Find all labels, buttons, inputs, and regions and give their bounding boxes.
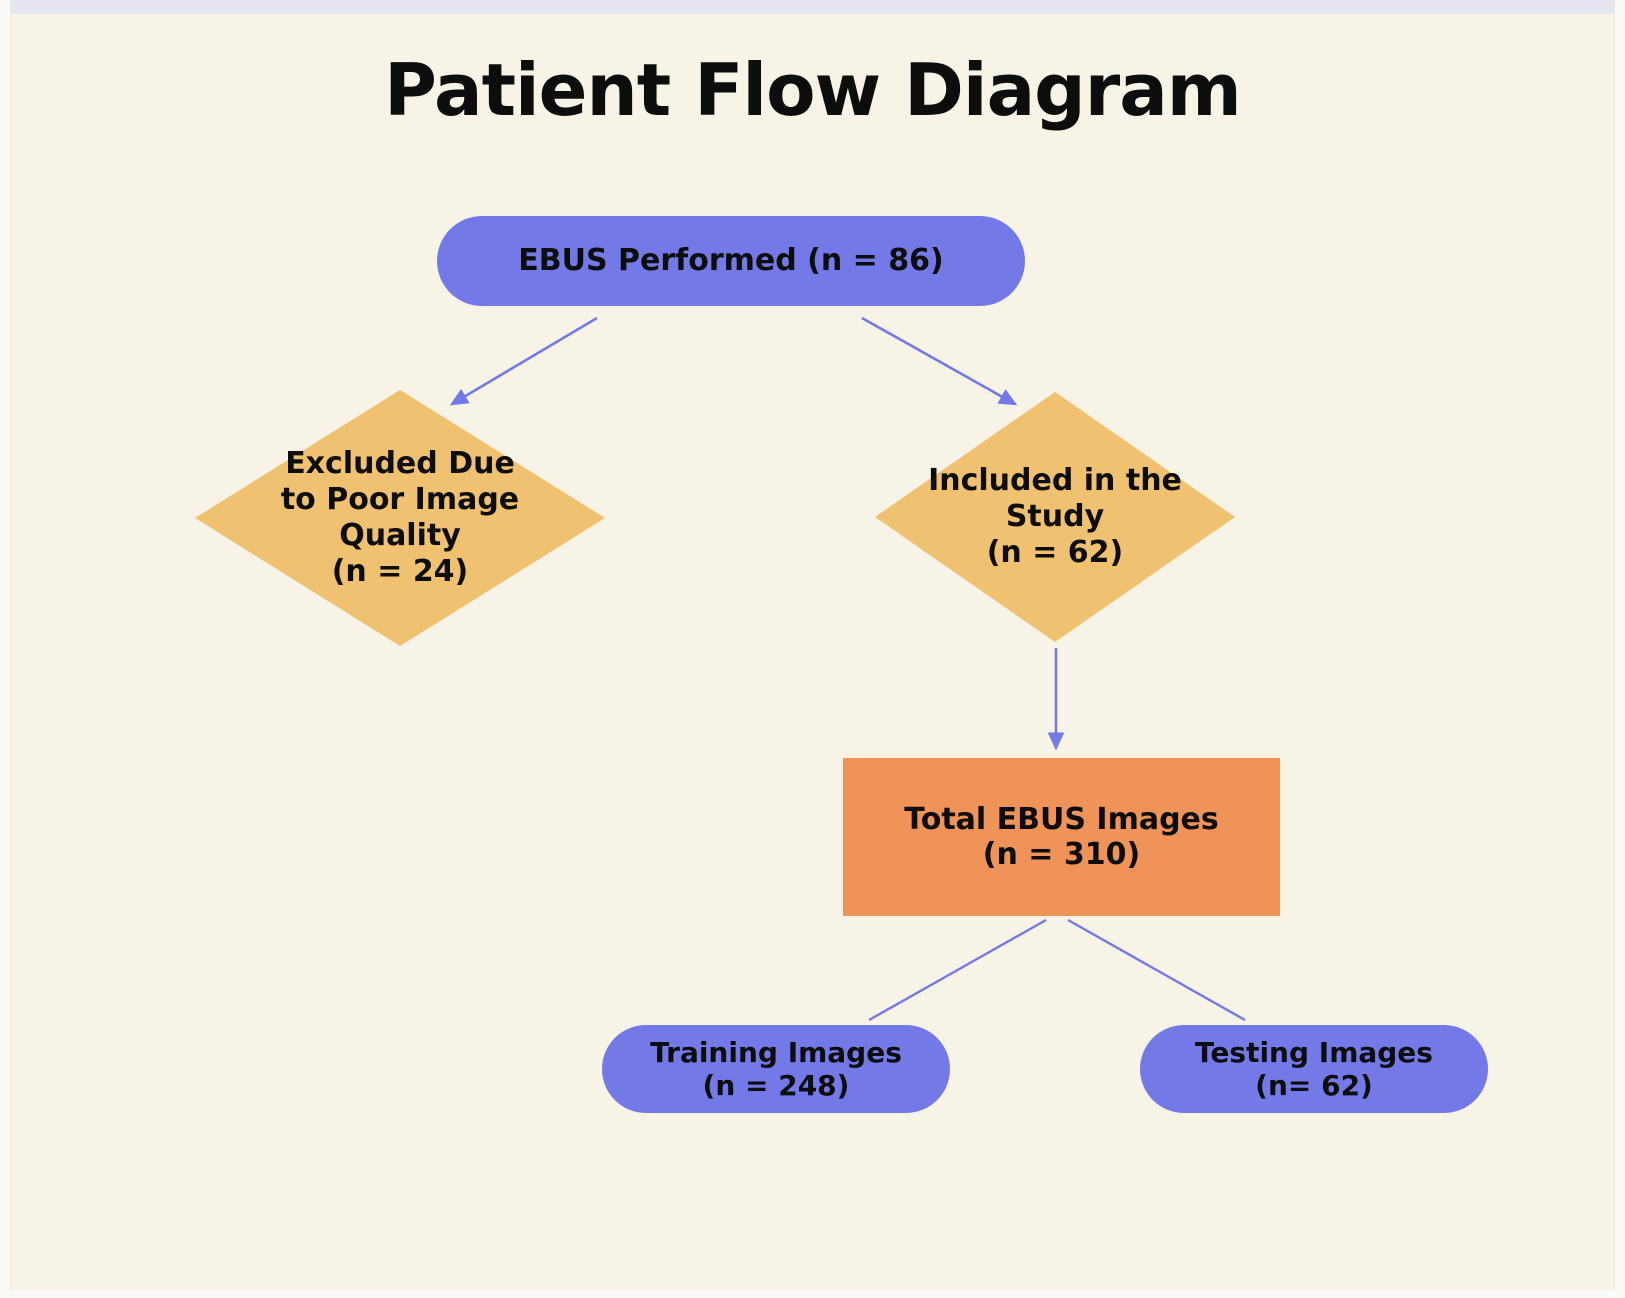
node-excluded-poor-image-quality[interactable]: Excluded Due to Poor Image Quality (n = … <box>195 390 605 646</box>
node-included-in-study[interactable]: Included in the Study (n = 62) <box>875 392 1235 642</box>
edge-total-to-testing <box>1067 918 1246 1022</box>
node-training-images[interactable]: Training Images (n = 248) <box>602 1025 950 1113</box>
node-included-label: Included in the Study (n = 62) <box>928 463 1182 570</box>
node-excluded-label: Excluded Due to Poor Image Quality (n = … <box>280 446 520 589</box>
node-total-ebus-images[interactable]: Total EBUS Images (n = 310) <box>843 758 1280 916</box>
edge-total-to-training <box>868 918 1047 1022</box>
frame-left-strip <box>0 0 11 1298</box>
frame-bottom-strip <box>0 1290 1625 1298</box>
frame-top-strip <box>0 0 1625 14</box>
node-testing-images[interactable]: Testing Images (n= 62) <box>1140 1025 1488 1113</box>
frame-right-strip <box>1614 0 1625 1298</box>
diagram-title: Patient Flow Diagram <box>384 48 1242 132</box>
node-ebus-performed[interactable]: EBUS Performed (n = 86) <box>437 216 1025 306</box>
